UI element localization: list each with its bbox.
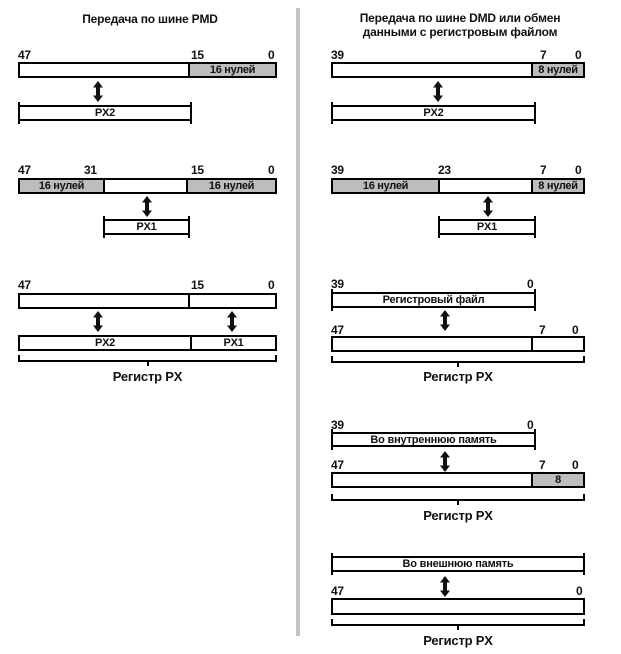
register-px-label: Регистр PX [112,369,183,384]
px1-box: PX1 [103,216,190,238]
bit-label-39: 39 [331,163,344,177]
double-arrow-icon [141,196,153,217]
pmd-bus-bar [18,293,277,309]
px-register-bar: 8 [331,472,585,488]
eight-bits-segment: 8 [531,474,583,486]
underbrace [331,356,585,367]
bit-label-15: 15 [191,163,204,177]
diagram-title-dmd-line2: данными с регистровым файлом [362,25,558,39]
bar-segment [531,338,583,350]
bit-label-7: 7 [540,48,547,62]
bit-label-47: 47 [331,458,344,472]
dmd-bus-bar: 8 нулей [331,62,585,78]
bit-label-47: 47 [18,163,31,177]
bit-label-0: 0 [527,418,534,432]
bit-label-47: 47 [18,48,31,62]
bit-label-0: 0 [268,48,275,62]
bit-label-0: 0 [572,323,579,337]
bit-label-39: 39 [331,48,344,62]
diagram-title-dmd-line1: Передача по шине DMD или обмен [359,11,561,25]
pmd-bus-bar: 16 нулей 16 нулей [18,178,277,194]
register-px-label: Регистр PX [423,508,493,523]
px2-segment: PX2 [20,337,192,349]
bit-label-0: 0 [576,584,583,598]
underbrace [331,494,585,505]
bar-segment [188,295,275,307]
bit-label-47: 47 [331,323,344,337]
bit-label-0: 0 [268,278,275,292]
bit-label-0: 0 [575,163,582,177]
px-register-bar: PX2 PX1 [18,335,277,351]
bit-label-0: 0 [575,48,582,62]
zeros-segment: 16 нулей [188,64,275,76]
px2-box: PX2 [331,102,536,124]
px-register-bar [331,598,585,615]
zeros-segment: 16 нулей [333,180,440,192]
dmd-bus-bar: 16 нулей 8 нулей [331,178,585,194]
double-arrow-icon [92,311,104,332]
zeros-segment: 8 нулей [531,180,583,192]
double-arrow-icon [92,81,104,102]
bit-label-31: 31 [84,163,97,177]
px1-segment: PX1 [223,337,244,349]
bit-label-23: 23 [438,163,451,177]
diagram-title-pmd: Передача по шине PMD [82,12,218,26]
underbrace [18,355,277,366]
bit-label-47: 47 [331,584,344,598]
px2-box: PX2 [18,102,192,124]
register-px-label: Регистр PX [423,633,493,648]
bit-label-0: 0 [527,277,534,291]
pmd-bus-bar: 16 нулей [18,62,277,78]
column-divider [296,8,300,636]
external-memory-box: Во внешнюю память [331,553,585,575]
zeros-segment: 8 нулей [531,64,583,76]
px-register-bar [331,336,585,352]
internal-memory-box: Во внутреннюю память [331,429,536,450]
bit-label-39: 39 [331,418,344,432]
underbrace [331,619,585,630]
double-arrow-icon [439,451,451,472]
bit-label-7: 7 [539,323,546,337]
bit-label-15: 15 [191,48,204,62]
px1-box: PX1 [438,216,536,238]
register-file-box: Регистровый файл [331,289,536,311]
bit-label-15: 15 [191,278,204,292]
double-arrow-icon [432,81,444,102]
double-arrow-icon [439,576,451,597]
bit-label-39: 39 [331,277,344,291]
bit-label-0: 0 [268,163,275,177]
bit-label-7: 7 [540,163,547,177]
bit-label-7: 7 [539,458,546,472]
register-px-label: Регистр PX [423,369,493,384]
double-arrow-icon [482,196,494,217]
double-arrow-icon [439,310,451,331]
double-arrow-icon [226,311,238,332]
bit-label-0: 0 [572,458,579,472]
zeros-segment: 16 нулей [186,180,275,192]
bit-label-47: 47 [18,278,31,292]
zeros-segment: 16 нулей [20,180,105,192]
